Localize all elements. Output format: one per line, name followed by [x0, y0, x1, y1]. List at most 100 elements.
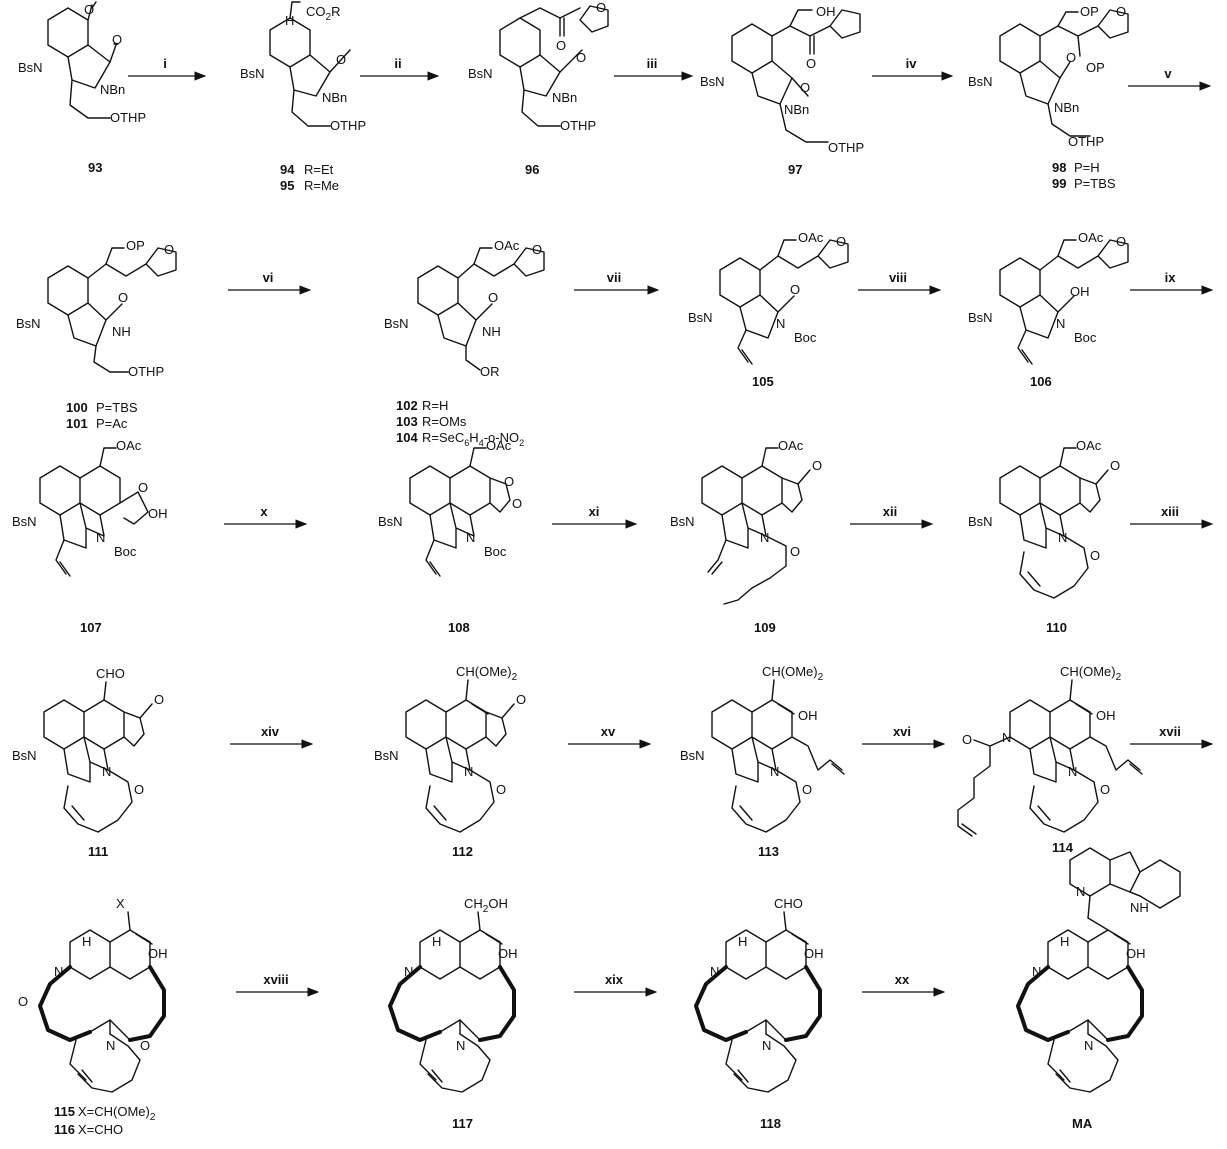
atom-bsn: BsN [16, 316, 41, 331]
atom-acetal: CH(OMe)2 [762, 664, 824, 683]
atom-bsn: BsN [670, 514, 695, 529]
atom-boc: Boc [794, 330, 817, 345]
atom-o: O [134, 782, 144, 797]
reaction-arrow-iii: iii [614, 56, 694, 81]
compound-105: OAc O O BsN N Boc 105 [688, 230, 849, 389]
atom-o: O [1100, 782, 1110, 797]
atom-oh: OH [148, 946, 168, 961]
atom-nbn: NBn [322, 90, 347, 105]
compound-label: 97 [788, 162, 802, 177]
atom-o: O [512, 496, 522, 511]
compound-label: 98 [1052, 160, 1066, 175]
atom-h: H [432, 934, 441, 949]
step-label: ii [394, 56, 401, 71]
atom-o: O [1066, 50, 1076, 65]
atom-oac: OAc [778, 438, 804, 453]
variant-label: P=TBS [96, 400, 138, 415]
atom-o: O [802, 782, 812, 797]
atom-o: O [112, 32, 122, 47]
compound-94-95: H CO2R O BsN NBn OTHP 94 R=Et 95 R=Me [240, 1, 366, 193]
atom-oac: OAc [486, 438, 512, 453]
atom-othp: OTHP [1068, 134, 1104, 149]
atom-x: X [116, 896, 125, 911]
reaction-arrow-xii: xii [850, 504, 934, 529]
compound-label: 96 [525, 162, 539, 177]
compound-ma: N NH H OH N N MA [1016, 847, 1181, 1131]
atom-bsn: BsN [12, 514, 37, 529]
variant-label: R=Me [304, 178, 339, 193]
compound-98-99: OP O OP O BsN NBn OTHP 98 P=H 99 P=TBS [968, 4, 1129, 191]
compound-114: CH(OMe)2 OH N O N O 114 [957, 664, 1143, 855]
compound-label: 103 [396, 414, 418, 429]
variant-label: R=Et [304, 162, 334, 177]
compound-label: 94 [280, 162, 295, 177]
atom-bsn: BsN [468, 66, 493, 81]
compound-115-116: X H OH N O N O 115 X=CH(OMe)2 116 X=CHO [18, 896, 168, 1137]
compound-label: 105 [752, 374, 774, 389]
atom-n: N [102, 764, 111, 779]
step-label: iv [906, 56, 918, 71]
compound-label: 112 [452, 844, 473, 859]
step-label: iii [647, 56, 658, 71]
compound-96: O O O BsN NBn OTHP 96 [468, 0, 609, 177]
reaction-arrow-xix: xix [574, 972, 658, 997]
atom-o: O [516, 692, 526, 707]
atom-oac: OAc [798, 230, 824, 245]
atom-or: OR [480, 364, 500, 379]
atom-o: O [488, 290, 498, 305]
atom-o: O [812, 458, 822, 473]
reaction-arrow-xi: xi [552, 504, 638, 529]
compound-100-101: OP O O BsN NH OTHP 100 P=TBS 101 P=Ac [16, 238, 177, 431]
atom-n: N [404, 964, 413, 979]
step-label: xix [605, 972, 624, 987]
atom-o: O [496, 782, 506, 797]
atom-o: O [556, 38, 566, 53]
compound-106: OAc O OH BsN N Boc 106 [968, 230, 1129, 389]
atom-bsn: BsN [240, 66, 265, 81]
atom-n: N [770, 764, 779, 779]
atom-nbn: NBn [784, 102, 809, 117]
atom-o: O [164, 242, 174, 257]
reaction-arrow-xviii: xviii [236, 972, 320, 997]
compound-label: 100 [66, 400, 88, 415]
atom-o: O [336, 52, 346, 67]
atom-n: N [1076, 884, 1085, 899]
step-label: x [260, 504, 268, 519]
variant-label: R=OMs [422, 414, 467, 429]
compound-label: 99 [1052, 176, 1066, 191]
step-label: xii [883, 504, 897, 519]
reaction-arrow-i: i [128, 56, 207, 81]
step-label: xiv [261, 724, 280, 739]
atom-bsn: BsN [968, 514, 993, 529]
atom-o: O [836, 234, 846, 249]
compound-107: OAc O OH BsN N Boc 107 [12, 438, 168, 635]
compound-113: CH(OMe)2 OH N O BsN 113 [680, 664, 845, 859]
compound-111: CHO O N O BsN 111 [12, 666, 164, 859]
variant-label: R=SeC6H4-o-NO2 [422, 430, 524, 448]
atom-nbn: NBn [552, 90, 577, 105]
atom-op: OP [1080, 4, 1099, 19]
reaction-arrow-x: x [224, 504, 308, 529]
compound-108: OAc O O BsN N Boc 108 [378, 438, 522, 635]
atom-o: O [18, 994, 28, 1009]
atom-bsn: BsN [700, 74, 725, 89]
atom-nh-indole: NH [1130, 900, 1149, 915]
atom-o: O [84, 2, 94, 17]
atom-op: OP [126, 238, 145, 253]
step-label: ix [1165, 270, 1177, 285]
atom-bsn: BsN [18, 60, 43, 75]
step-label: v [1164, 66, 1172, 81]
atom-n: N [1056, 316, 1065, 331]
compound-label: 95 [280, 178, 294, 193]
atom-othp: OTHP [128, 364, 164, 379]
atom-o: O [1110, 458, 1120, 473]
atom-oac: OAc [494, 238, 520, 253]
reaction-arrow-v: v [1128, 66, 1212, 91]
compound-117: CH2OH H OH N N 117 [388, 896, 518, 1131]
atom-n: N [710, 964, 719, 979]
atom-bsn: BsN [12, 748, 37, 763]
atom-boc: Boc [484, 544, 507, 559]
atom-nh: NH [482, 324, 501, 339]
atom-othp: OTHP [828, 140, 864, 155]
